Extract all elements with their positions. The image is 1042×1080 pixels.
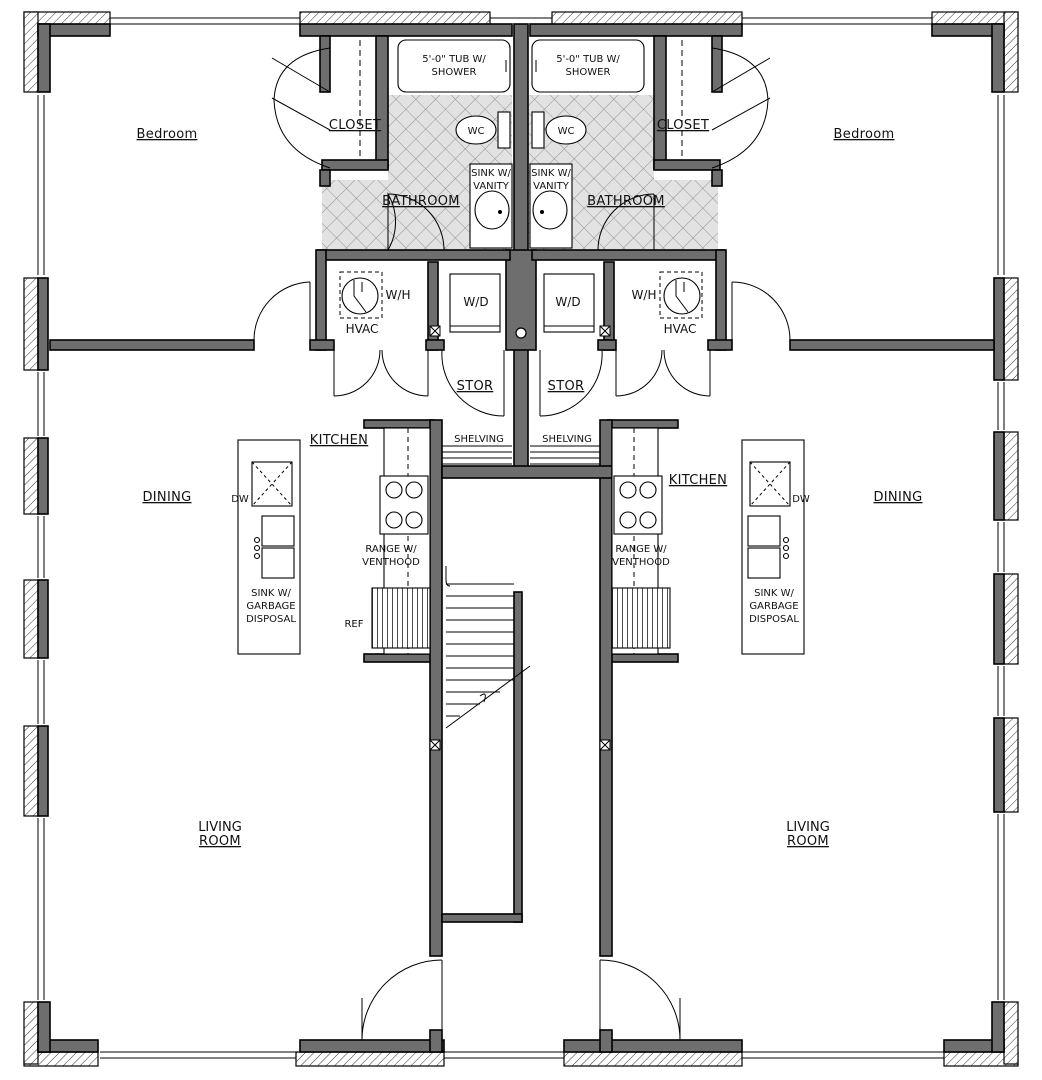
kitchen-left-label: KITCHEN bbox=[310, 433, 368, 448]
stair bbox=[429, 566, 611, 751]
kitchen-counters bbox=[371, 427, 671, 655]
tub-right-label-2: SHOWER bbox=[566, 67, 611, 78]
wd-left-label: W/D bbox=[463, 295, 488, 309]
shelving bbox=[442, 445, 600, 465]
doors bbox=[253, 47, 791, 1041]
hvac-right-label: HVAC bbox=[664, 322, 697, 336]
range-left-label-1: RANGE W/ bbox=[365, 544, 417, 555]
bathroom-right-label: BATHROOM bbox=[587, 194, 665, 209]
wc-left-label: WC bbox=[468, 126, 485, 137]
living-right-label-2: ROOM bbox=[787, 834, 829, 849]
range-right-label-1: RANGE W/ bbox=[615, 544, 667, 555]
utility-fixtures bbox=[339, 271, 703, 339]
range-left-label-2: VENTHOOD bbox=[362, 557, 420, 568]
windows bbox=[37, 17, 1005, 1059]
range-right-label-2: VENTHOOD bbox=[612, 557, 670, 568]
vanity-left-label-2: VANITY bbox=[473, 181, 510, 192]
shelving-right-label: SHELVING bbox=[542, 434, 592, 445]
vanity-left-label-1: SINK W/ bbox=[471, 168, 511, 179]
sink-right-label-1: SINK W/ bbox=[754, 588, 794, 599]
wd-right-label: W/D bbox=[555, 295, 580, 309]
room-labels: Bedroom Bedroom CLOSET CLOSET 5'-0" TUB … bbox=[137, 54, 923, 849]
tub-left-label-2: SHOWER bbox=[432, 67, 477, 78]
bedroom-left-label: Bedroom bbox=[137, 127, 198, 142]
living-right-label-1: LIVING bbox=[786, 820, 830, 835]
stor-left-label: STOR bbox=[457, 379, 494, 394]
sink-left-label-2: GARBAGE bbox=[246, 601, 295, 612]
dining-left-label: DINING bbox=[142, 490, 191, 505]
sink-left-label-1: SINK W/ bbox=[251, 588, 291, 599]
vanity-right-label-2: VANITY bbox=[533, 181, 570, 192]
wh-left-label: W/H bbox=[386, 288, 411, 302]
tub-left-label-1: 5'-0" TUB W/ bbox=[422, 54, 486, 65]
bath-fixtures bbox=[397, 39, 645, 249]
living-left-label-1: LIVING bbox=[198, 820, 242, 835]
tub-right-label-1: 5'-0" TUB W/ bbox=[556, 54, 620, 65]
closet-left-label: CLOSET bbox=[329, 118, 381, 133]
dining-right-label: DINING bbox=[873, 490, 922, 505]
stor-right-label: STOR bbox=[548, 379, 585, 394]
wc-right-label: WC bbox=[558, 126, 575, 137]
dw-left-label: DW bbox=[231, 494, 249, 505]
closet-right-label: CLOSET bbox=[657, 118, 709, 133]
sink-left-label-3: DISPOSAL bbox=[246, 614, 296, 625]
sink-right-label-3: DISPOSAL bbox=[749, 614, 799, 625]
hvac-left-label: HVAC bbox=[346, 322, 379, 336]
wh-right-label: W/H bbox=[632, 288, 657, 302]
dw-right-label: DW bbox=[792, 494, 810, 505]
kitchen-right-label: KITCHEN bbox=[669, 473, 727, 488]
living-left-label-2: ROOM bbox=[199, 834, 241, 849]
shelving-left-label: SHELVING bbox=[454, 434, 504, 445]
sink-right-label-2: GARBAGE bbox=[749, 601, 798, 612]
walls bbox=[37, 23, 1005, 1053]
closet-rods bbox=[359, 40, 683, 160]
bathroom-left-label: BATHROOM bbox=[382, 194, 460, 209]
vanity-right-label-1: SINK W/ bbox=[531, 168, 571, 179]
bedroom-right-label: Bedroom bbox=[834, 127, 895, 142]
kitchen-islands bbox=[237, 439, 805, 655]
ref-left-label: REF bbox=[344, 619, 363, 630]
wall-pilasters bbox=[23, 11, 1019, 1067]
